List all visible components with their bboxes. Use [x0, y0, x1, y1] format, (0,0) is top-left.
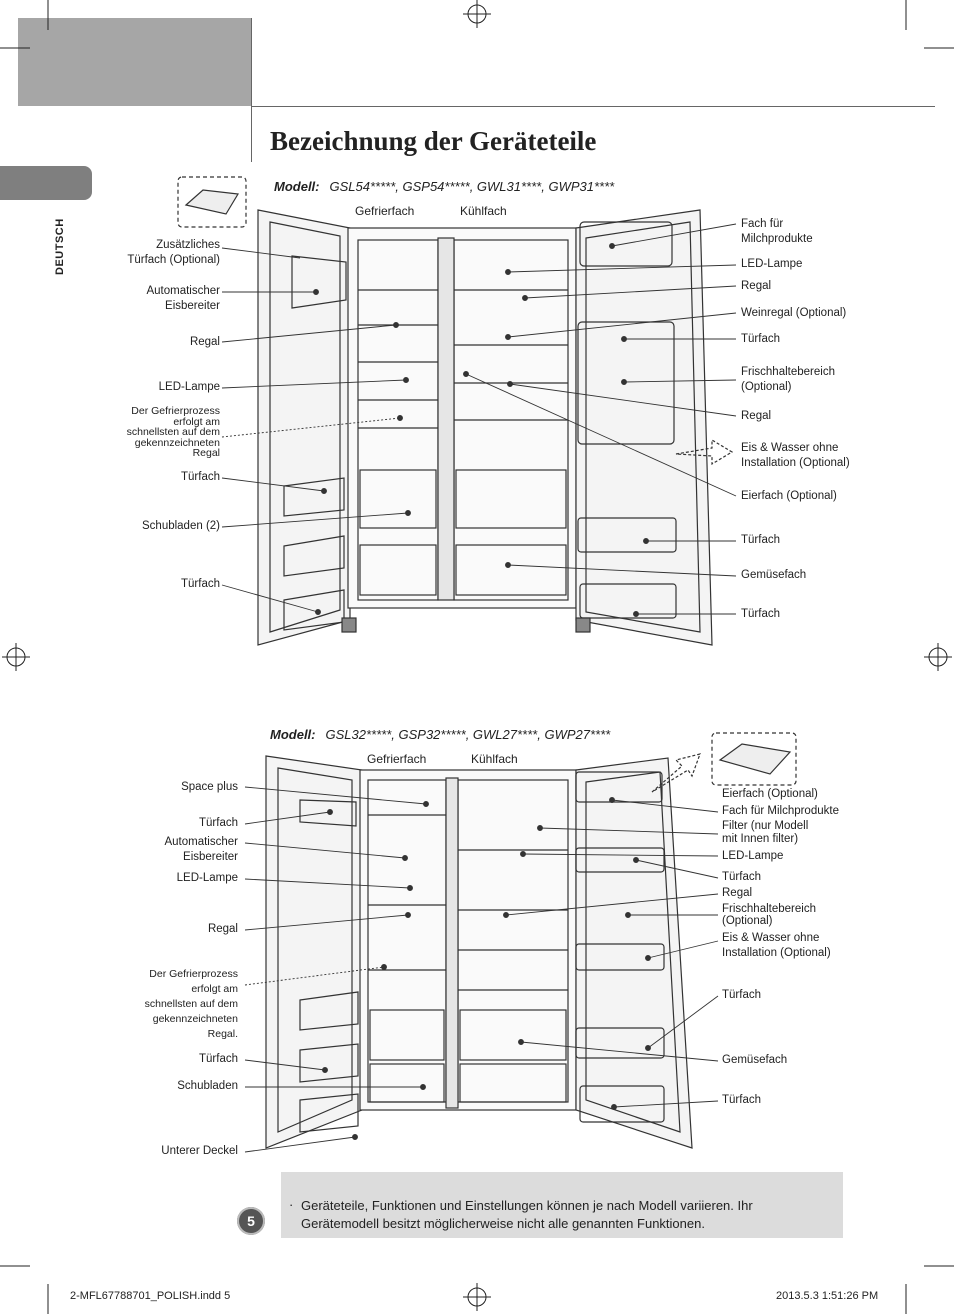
- language-tab: [0, 166, 92, 200]
- page-number: 5: [237, 1207, 265, 1235]
- d1-label-ice-water: Eis & Wasser ohne Installation (Optional…: [741, 442, 850, 469]
- header-vertical-rule: [251, 18, 252, 162]
- d1-label-dairy: Fach für Milchprodukte: [741, 218, 813, 245]
- d1-label-shelf: Regal: [189, 336, 220, 348]
- d2-label-door-bin-1: Türfach: [199, 817, 238, 829]
- diagram2-fridge-label: Kühlfach: [471, 752, 518, 766]
- d1-label-shelf-r2: Regal: [741, 410, 772, 422]
- d2-label-led-lamp-r: LED-Lampe: [722, 850, 784, 862]
- d2-label-drawers: Schubladen: [177, 1080, 238, 1092]
- d2-label-led-lamp: LED-Lampe: [176, 872, 238, 884]
- page-title: Bezeichnung der Geräteteile: [270, 126, 597, 156]
- d2-label-door-bin-r2: Türfach: [722, 989, 761, 1001]
- note-bullet: ·: [289, 1197, 294, 1212]
- d1-label-door-bin-r2: Türfach: [741, 534, 780, 546]
- diagram1-fridge-label: Kühlfach: [460, 204, 507, 218]
- d1-label-door-bin-1: Türfach: [181, 471, 220, 483]
- diagram1-freezer-label: Gefrierfach: [355, 204, 415, 218]
- footer-timestamp: 2013.5.3 1:51:26 PM: [776, 1290, 879, 1302]
- d2-label-ice-maker: Automatischer Eisbereiter: [164, 836, 238, 863]
- d2-label-shelf: Regal: [207, 923, 238, 935]
- d1-label-fresh-zone: Frischhaltebereich (Optional): [741, 366, 835, 393]
- d2-label-space-plus: Space plus: [181, 781, 238, 793]
- d1-label-freezing-note: Der Gefrierprozess erfolgt am schnellste…: [126, 405, 220, 459]
- header-rule: [251, 106, 935, 107]
- d1-label-led-lamp: LED-Lampe: [158, 381, 220, 393]
- d1-label-door-bin-2: Türfach: [181, 578, 220, 590]
- note-box: [281, 1172, 843, 1238]
- d2-label-bottom-cover: Unterer Deckel: [161, 1145, 238, 1157]
- d1-label-led-lamp-r: LED-Lampe: [741, 258, 803, 270]
- d2-label-vegetable-drawer: Gemüsefach: [722, 1054, 788, 1066]
- d2-label-door-bin-r3: Türfach: [722, 1094, 761, 1106]
- registration-mark-top: [463, 0, 491, 28]
- d2-label-egg-tray: Eierfach (Optional): [722, 788, 818, 800]
- d1-label-additional-door-bin: Zusätzliches Türfach (Optional): [127, 239, 220, 266]
- d1-label-shelf-r: Regal: [741, 280, 772, 292]
- d2-label-door-bin-2: Türfach: [199, 1053, 238, 1065]
- d1-label-door-bin-r1: Türfach: [741, 333, 780, 345]
- d2-label-fresh-zone: Frischhaltebereich (Optional): [722, 903, 816, 927]
- d1-label-ice-maker: Automatischer Eisbereiter: [146, 285, 220, 312]
- d2-label-freezing-note: Der Gefrierprozess erfolgt am schnellste…: [144, 968, 238, 1040]
- d2-label-dairy: Fach für Milchprodukte: [722, 805, 839, 817]
- footer-file: 2-MFL67788701_POLISH.indd 5: [70, 1290, 231, 1302]
- d2-label-door-bin-r1: Türfach: [722, 871, 761, 883]
- d1-label-wine-rack: Weinregal (Optional): [741, 307, 847, 319]
- note-text: Geräteteile, Funktionen und Einstellunge…: [301, 1198, 753, 1231]
- d1-label-door-bin-r3: Türfach: [741, 608, 780, 620]
- d2-label-filter: Filter (nur Modell mit Innen filter): [722, 820, 809, 845]
- d2-label-shelf-r: Regal: [722, 887, 753, 899]
- diagram1-model: Modell:GSL54*****, GSP54*****, GWL31****…: [274, 179, 615, 194]
- d1-label-drawers: Schubladen (2): [142, 520, 220, 532]
- header-grey-block: [18, 18, 251, 106]
- diagram2-freezer-label: Gefrierfach: [367, 752, 427, 766]
- d1-label-vegetable-drawer: Gemüsefach: [741, 569, 807, 581]
- d2-label-ice-water: Eis & Wasser ohne Installation (Optional…: [722, 932, 831, 959]
- diagram2-model: Modell:GSL32*****, GSP32*****, GWL27****…: [270, 727, 611, 742]
- d1-label-egg-tray: Eierfach (Optional): [741, 490, 837, 502]
